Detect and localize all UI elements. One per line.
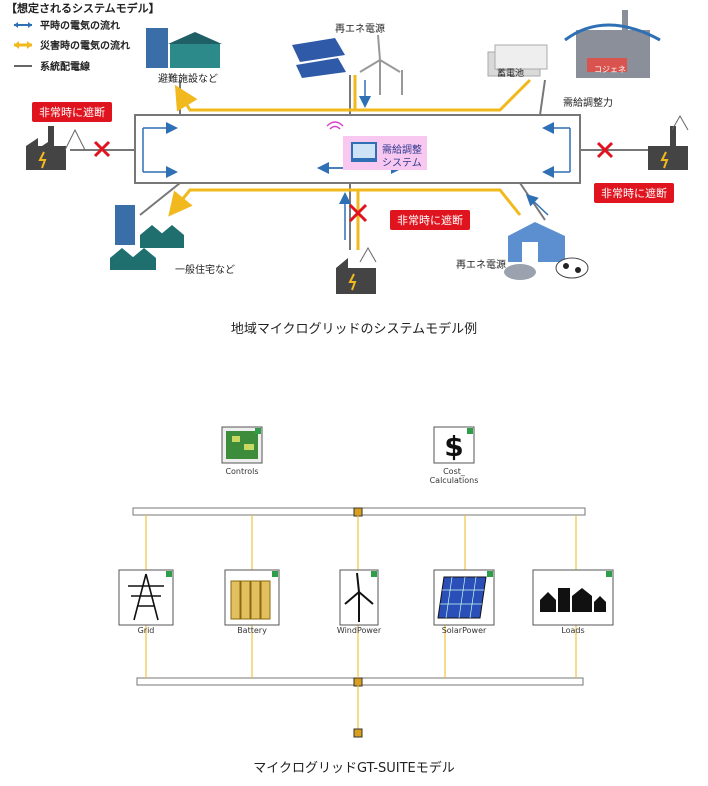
lower-bus-junction bbox=[353, 677, 363, 687]
loads-icon bbox=[532, 569, 614, 626]
battery-label: Battery bbox=[237, 626, 267, 635]
renewable-bottom-label: 再エネ電源 bbox=[456, 260, 506, 271]
cost-label-1: Cost_ bbox=[443, 467, 465, 476]
storage-label: 蓄電池 bbox=[497, 69, 525, 79]
control-label-1: 需給調整 bbox=[382, 145, 422, 156]
legend-disaster-flow: 災害時の電気の流れ bbox=[12, 37, 130, 52]
power-plant-right-icon bbox=[648, 114, 689, 170]
blue-arrow-icon bbox=[14, 21, 32, 28]
houses-icon bbox=[110, 205, 184, 270]
gt-suite-model: $ bbox=[0, 420, 708, 750]
legend-disaster-label: 災害時の電気の流れ bbox=[40, 41, 130, 52]
legend-grid-label: 系統配電線 bbox=[40, 62, 90, 73]
legend-grid-line: 系統配電線 bbox=[12, 58, 90, 73]
battery-icon bbox=[224, 569, 280, 626]
cogen-label: コジェネ bbox=[594, 65, 626, 74]
grid-label: Grid bbox=[137, 626, 155, 635]
disaster-flow bbox=[168, 75, 532, 250]
control-label-2: システム bbox=[382, 158, 422, 169]
legend-title: 【想定されるシステムモデル】 bbox=[6, 2, 160, 15]
power-plant-bottom-icon bbox=[336, 246, 377, 294]
renewable-top-label: 再エネ電源 bbox=[335, 24, 385, 35]
solar-power-icon bbox=[433, 569, 495, 626]
wind-power-label: WindPower bbox=[336, 626, 382, 635]
evacuation-building-icon bbox=[146, 28, 222, 68]
emergency-cut-right: 非常時に遮断 bbox=[594, 183, 674, 203]
farm-renewable-icon bbox=[504, 222, 589, 280]
emergency-cut-left: 非常時に遮断 bbox=[32, 102, 112, 122]
power-plant-left-icon bbox=[26, 126, 86, 170]
legend-normal-flow: 平時の電気の流れ bbox=[12, 17, 120, 32]
caption-bottom: マイクログリッドGT-SUITEモデル bbox=[253, 761, 455, 776]
wind-power-icon bbox=[339, 569, 379, 626]
emergency-cut-bottom: 非常時に遮断 bbox=[390, 210, 470, 230]
wireless-icon bbox=[326, 121, 344, 130]
legend-normal-label: 平時の電気の流れ bbox=[40, 21, 120, 32]
distribution-lines bbox=[70, 75, 650, 250]
gt-suite-svg: $ bbox=[118, 426, 614, 738]
battery-storage-icon bbox=[487, 44, 548, 77]
gray-line-icon bbox=[14, 64, 32, 67]
cogeneration-icon bbox=[564, 10, 661, 78]
loads-label: Loads bbox=[561, 626, 585, 635]
dr-label: 需給調整力 bbox=[563, 98, 613, 109]
cost-label-2: Calculations bbox=[429, 476, 479, 485]
houses-label: 一般住宅など bbox=[175, 265, 235, 276]
wind-turbine-icon bbox=[359, 34, 403, 95]
caption-top: 地域マイクログリッドのシステムモデル例 bbox=[230, 322, 478, 337]
solar-power-label: SolarPower bbox=[441, 626, 487, 635]
system-model-svg bbox=[26, 10, 689, 294]
upper-bus-junction bbox=[353, 507, 363, 517]
connection-lines bbox=[145, 515, 577, 730]
svg-text:$: $ bbox=[444, 430, 463, 463]
grid-tower-icon bbox=[118, 569, 174, 626]
evacuation-label: 避難施設など bbox=[158, 74, 218, 85]
status-tags bbox=[166, 428, 612, 577]
cut-x-marks bbox=[93, 140, 614, 223]
yellow-arrow-icon bbox=[14, 40, 32, 49]
output-terminal bbox=[353, 728, 363, 738]
solar-panel-icon bbox=[292, 38, 346, 78]
controls-label: Controls bbox=[225, 467, 259, 476]
microgrid-system-model: 【想定されるシステムモデル】 平時の電気の流れ 災害時の電気の流れ 系統配電線 … bbox=[0, 0, 708, 300]
